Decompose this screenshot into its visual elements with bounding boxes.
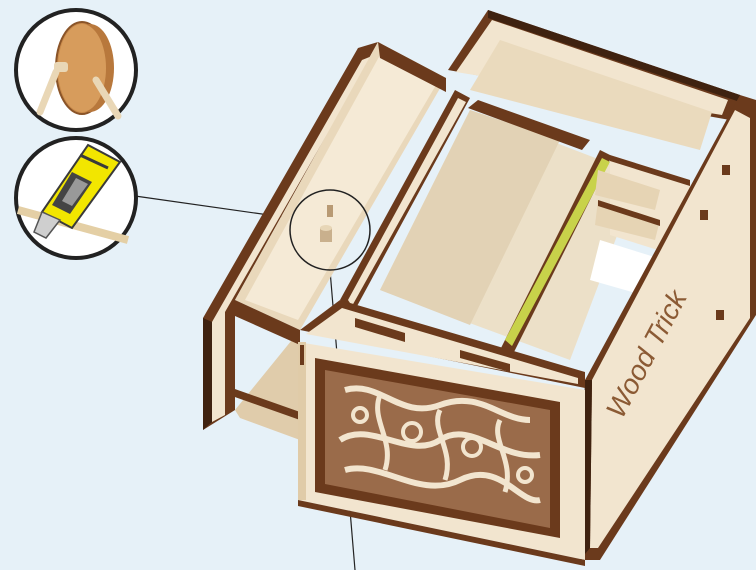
callout-utility-knife — [16, 138, 136, 258]
callout-disc-pin — [16, 10, 136, 130]
